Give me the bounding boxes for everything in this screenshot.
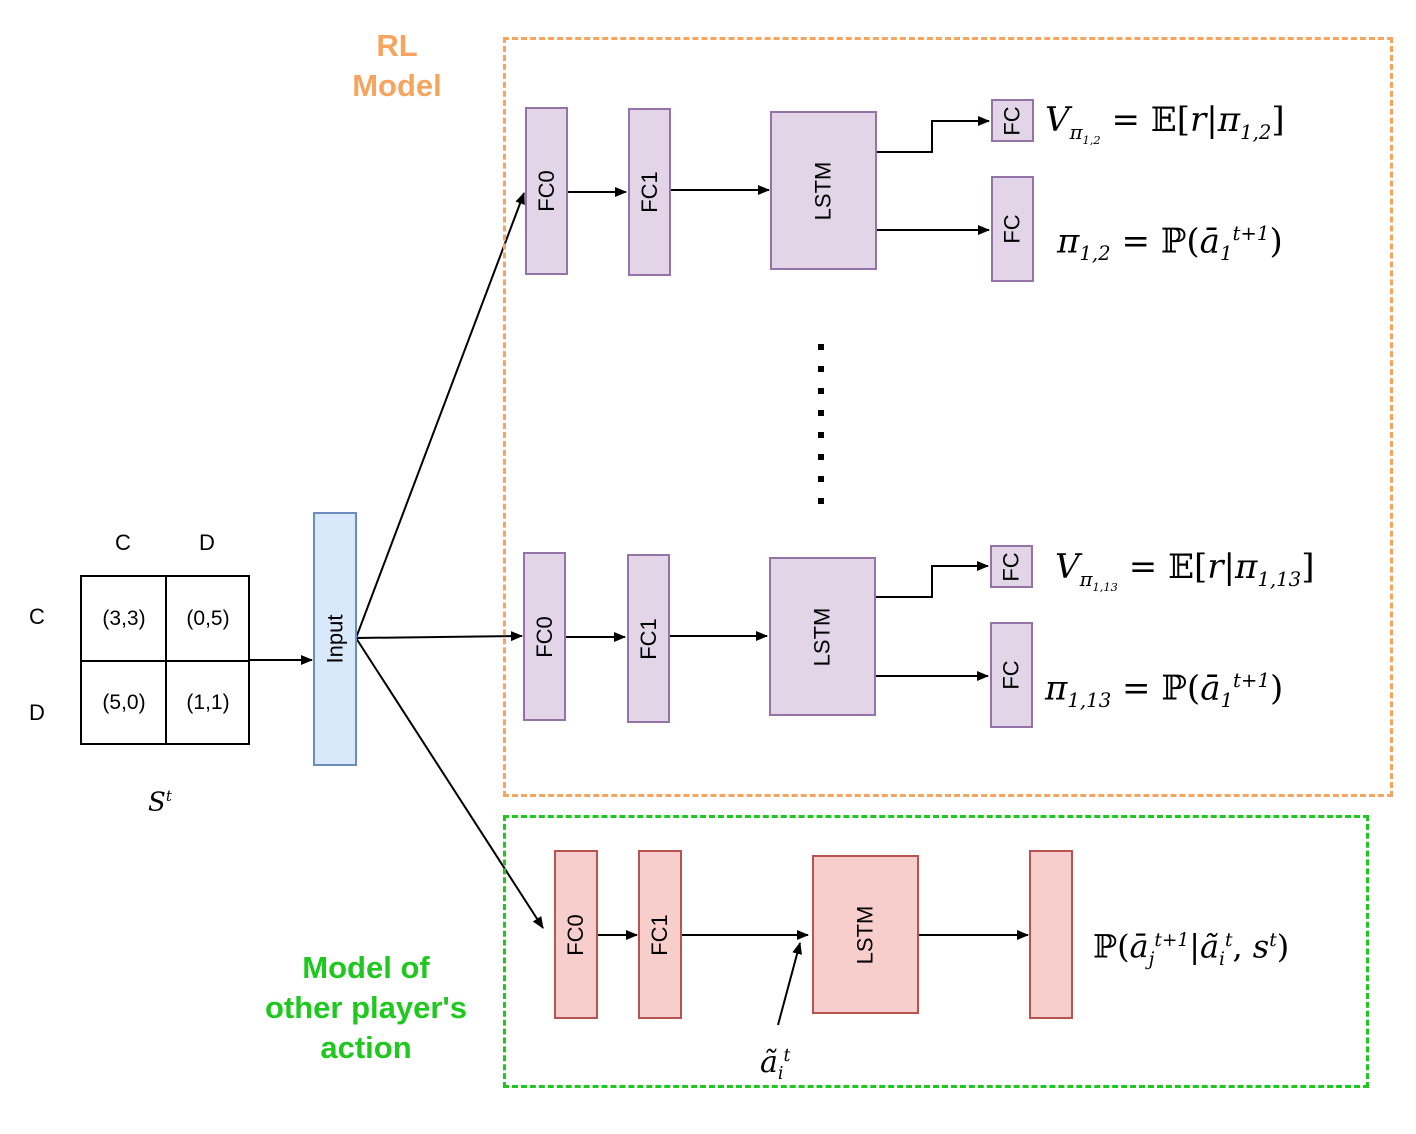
branch2-policy-fc-block: FC	[990, 622, 1033, 728]
opponent-side-input: ãit	[760, 1045, 791, 1084]
rl-model-group	[503, 37, 1393, 797]
matrix-row-header: D	[29, 700, 45, 725]
arrow-input-to-opponent	[355, 637, 544, 929]
block-label: LSTM	[810, 161, 836, 220]
block-label: FC1	[647, 913, 672, 956]
branch1-value-formula: Vπ1,2 = 𝔼[r|π1,2]	[1045, 100, 1285, 147]
title-line: RL	[376, 28, 418, 63]
ellipsis-dot	[818, 388, 824, 394]
ellipsis-dot	[818, 454, 824, 460]
matrix-cell: (0,5)	[186, 607, 230, 630]
block-label: FC	[999, 105, 1025, 136]
opponent-output-block	[1029, 850, 1073, 1019]
matrix-cell: (1,1)	[186, 691, 230, 714]
block-label: FC0	[563, 913, 588, 956]
branch2-fc1-block: FC1	[627, 554, 670, 723]
block-label: FC	[998, 551, 1024, 582]
ellipsis-dot	[818, 432, 824, 438]
state-label: St	[148, 787, 172, 818]
arrow-input-to-branch1	[355, 192, 525, 639]
rl-model-title: RL Model	[322, 26, 472, 106]
branch2-fc0-block: FC0	[523, 552, 566, 721]
matrix-col-header: C	[115, 530, 131, 555]
title-line: action	[320, 1030, 412, 1065]
opponent-fc1-block: FC1	[638, 850, 682, 1019]
block-label: LSTM	[809, 607, 835, 666]
block-label: FC0	[533, 170, 559, 212]
block-label: FC1	[636, 171, 662, 213]
opponent-model-title: Model of other player's action	[235, 948, 497, 1068]
opponent-model-group	[503, 815, 1369, 1088]
input-block-label: Input	[322, 614, 347, 664]
branch2-value-fc-block: FC	[990, 545, 1033, 588]
matrix-cell: (5,0)	[102, 691, 146, 714]
arrow-input-to-branch2	[355, 631, 523, 642]
block-label: FC0	[531, 615, 557, 658]
opponent-output-formula: ℙ(ājt+1|ãit, st)	[1093, 927, 1290, 971]
branch1-policy-formula: π1,2 = ℙ(ā1t+1)	[1057, 221, 1283, 266]
matrix-col-header: D	[199, 530, 215, 555]
branch2-lstm-block: LSTM	[769, 557, 876, 716]
branch1-lstm-block: LSTM	[770, 111, 877, 270]
opponent-lstm-block: LSTM	[812, 855, 919, 1014]
payoff-matrix: (3,3) (0,5) (5,0) (1,1)	[80, 575, 250, 745]
opponent-fc0-block: FC0	[554, 850, 598, 1019]
matrix-divider	[82, 660, 248, 662]
branch1-fc1-block: FC1	[628, 108, 671, 276]
branch2-value-formula: Vπ1,13 = 𝔼[r|π1,13]	[1055, 547, 1315, 594]
title-line: Model of	[302, 950, 430, 985]
branch1-value-fc-block: FC	[991, 99, 1034, 142]
ellipsis-dot	[818, 344, 824, 350]
input-block: Input	[313, 512, 357, 766]
branch2-policy-formula: π1,13 = ℙ(ā1t+1)	[1045, 668, 1284, 713]
ellipsis-dot	[818, 366, 824, 372]
title-line: other player's	[264, 990, 468, 1025]
ellipsis-dot	[818, 476, 824, 482]
arrow-b1-lstm-value	[877, 116, 990, 153]
block-label: LSTM	[852, 905, 878, 964]
arrow-b2-lstm-value	[875, 561, 989, 598]
arrow-op-side-input	[777, 942, 802, 1026]
ellipsis-dot	[818, 410, 824, 416]
branch1-fc0-block: FC0	[525, 107, 568, 275]
ellipsis-dot	[818, 498, 824, 504]
matrix-cell: (3,3)	[102, 607, 146, 630]
title-line: Model	[352, 68, 442, 103]
block-label: FC	[999, 214, 1025, 244]
matrix-row-header: C	[29, 604, 45, 629]
block-label: FC	[998, 660, 1024, 690]
block-label: FC1	[635, 617, 661, 660]
branch1-policy-fc-block: FC	[991, 176, 1034, 282]
